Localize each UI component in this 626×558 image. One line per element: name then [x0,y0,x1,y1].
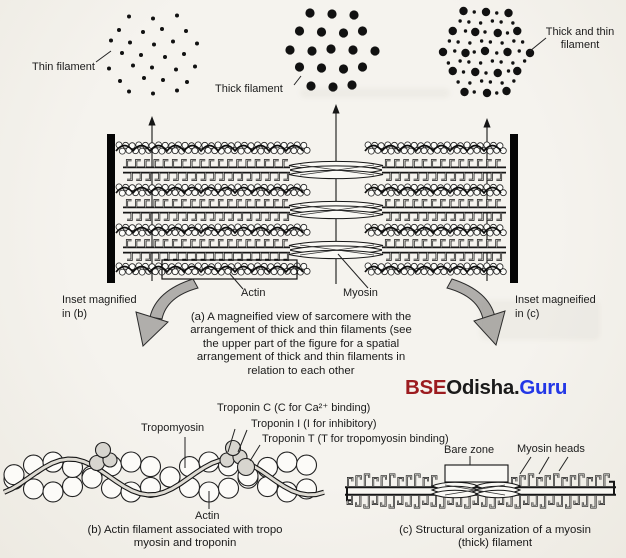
thick-filament-label: Thick filament [215,83,283,95]
actin-detail-label: Actin [195,510,220,522]
tropomyosin-label: Tropomyosin [141,422,205,434]
inset-arrow-to-b [135,278,199,347]
thick-and-thin-cross-section [438,6,535,98]
myosin-heads-label: Myosin heads [517,443,585,455]
sarcomere-diagram [107,104,518,284]
scan-smudge [480,300,600,340]
thin-filament-label: Thin filament [32,61,95,73]
troponin-t-label: Troponin T (T for tropomyosin binding) [262,433,449,445]
thick-filament-cross-section [285,8,380,92]
troponin-i-label: Troponin I (I for inhibitory) [251,418,377,430]
inset-magnified-b-label: Inset magnified in (b) [62,294,137,320]
watermark-bse: BSE [405,376,447,399]
bare-zone-label: Bare zone [444,444,495,456]
watermark-odisha: Odisha. [446,376,520,399]
watermark-logo: BSEOdisha.Guru [405,376,567,400]
caption-a: (a) A magneified view of sarcomere with … [190,311,412,377]
thick-and-thin-filament-label: Thick and thin filament [545,26,615,51]
scan-smudge [300,88,450,98]
myosin-label: Myosin [343,287,378,299]
caption-b: (b) Actin filament associated with tropo… [87,524,283,550]
watermark-guru: Guru [519,376,568,399]
leader-lines [95,37,569,509]
myosin-filament-diagram [345,464,616,509]
inset-magnified-c-label: Inset magneified in (c) [515,294,596,320]
thin-filament-cross-section [107,13,199,96]
troponin-c-label: Troponin C (C for Ca²⁺ binding) [217,402,371,414]
actin-label: Actin [241,287,266,299]
caption-c: (c) Structural organization of a myosin … [399,524,591,550]
actin-filament-diagram [2,439,325,503]
inset-arrow-to-c [446,278,506,347]
